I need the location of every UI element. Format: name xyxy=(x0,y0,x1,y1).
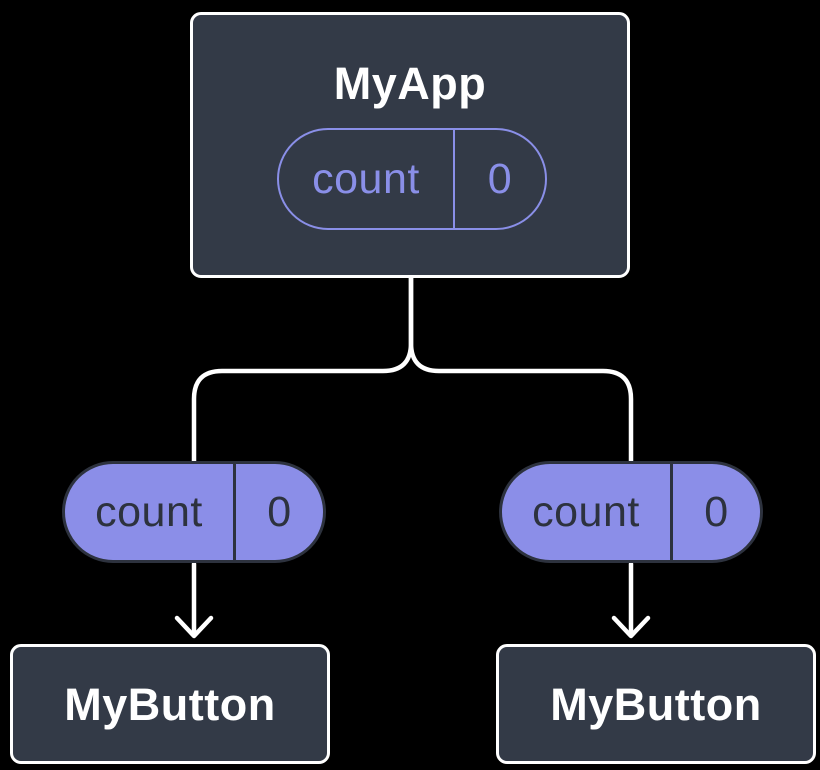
arrow-down-left-icon xyxy=(174,561,214,639)
prop-pill-right: count 0 xyxy=(499,461,763,563)
pill-divider xyxy=(453,130,455,228)
branch-left-line xyxy=(191,273,414,465)
component-node-myapp: MyApp xyxy=(190,12,630,278)
state-pill-myapp: count 0 xyxy=(277,128,547,230)
state-name-label: count xyxy=(312,154,420,203)
component-node-mybutton-right: MyButton xyxy=(496,644,816,764)
component-node-mybutton-left: MyButton xyxy=(10,644,330,764)
prop-name-label: count xyxy=(95,487,203,536)
pill-divider xyxy=(670,464,673,560)
mybutton-title: MyButton xyxy=(550,678,762,730)
prop-value: 0 xyxy=(704,487,729,536)
prop-pill-left: count 0 xyxy=(62,461,326,563)
branch-right-line xyxy=(408,273,634,465)
pill-divider xyxy=(233,464,236,560)
myapp-title: MyApp xyxy=(333,58,487,109)
prop-name-label: count xyxy=(532,487,640,536)
state-value: 0 xyxy=(487,154,513,203)
prop-value: 0 xyxy=(267,487,292,536)
mybutton-title: MyButton xyxy=(64,678,276,730)
arrow-down-right-icon xyxy=(611,561,651,639)
